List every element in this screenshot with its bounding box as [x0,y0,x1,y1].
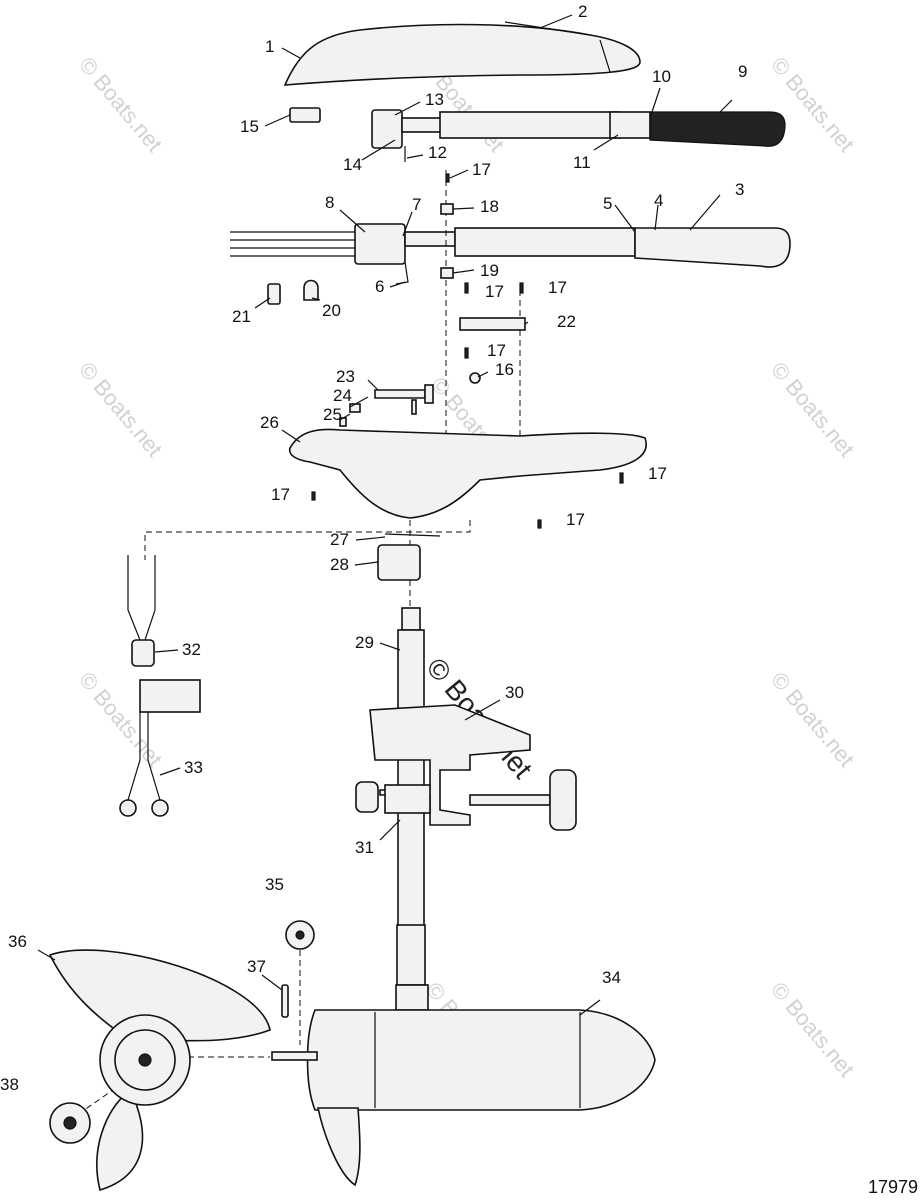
callout-23: 23 [336,367,355,386]
callout-10: 10 [652,67,671,86]
callout-7: 7 [412,195,421,214]
lower-handle-assembly [230,223,791,305]
callout-24: 24 [333,386,352,405]
callout-labels: 1 2 3 4 5 6 7 8 9 10 11 12 13 14 15 16 1… [0,2,747,1094]
callout-27: 27 [330,530,349,549]
watermark: © Boats.net [766,667,859,771]
wiring-harness [119,555,201,817]
upper-handle-assembly [289,107,786,162]
callout-15: 15 [240,117,259,136]
callout-4: 4 [654,191,663,210]
figure-number: 17979 [868,1177,918,1197]
callout-34: 34 [602,968,621,987]
callout-18: 18 [480,197,499,216]
callout-8: 8 [325,193,334,212]
small-hardware [339,173,526,427]
callout-9: 9 [738,62,747,81]
callout-6: 6 [375,277,384,296]
leader-lines [37,14,733,1016]
callout-1: 1 [265,37,274,56]
callout-11: 11 [573,153,591,172]
callout-22: 22 [557,312,576,331]
callout-12: 12 [428,143,447,162]
callout-17: 17 [271,485,290,504]
callout-33: 33 [184,758,203,777]
callout-29: 29 [355,633,374,652]
callout-17: 17 [487,341,506,360]
motor-housing [271,984,656,1187]
callout-5: 5 [603,194,612,213]
callout-38: 38 [0,1075,19,1094]
callout-3: 3 [735,180,744,199]
callout-17: 17 [648,464,667,483]
watermarks: © Boats.net © Boats.net © Boats.net © Bo… [74,52,859,1081]
callout-17: 17 [548,278,567,297]
callout-20: 20 [322,301,341,320]
steering-collar [377,533,441,581]
callout-13: 13 [425,90,444,109]
propeller-parts [48,920,315,1192]
callout-2: 2 [578,2,587,21]
callout-25: 25 [323,405,342,424]
callout-31: 31 [355,838,374,857]
top-cover [283,21,641,86]
callout-17: 17 [485,282,504,301]
watermark: © Boats.net [766,357,859,461]
watermark: © Boats.net [74,357,167,461]
watermark: © Boats.net [766,977,859,1081]
callout-26: 26 [260,413,279,432]
callout-14: 14 [343,155,362,174]
callout-21: 21 [232,307,251,326]
shaft-and-mount [355,607,577,986]
callout-30: 30 [505,683,524,702]
callout-17: 17 [472,160,491,179]
callout-19: 19 [480,261,499,280]
callout-36: 36 [8,932,27,951]
callout-16: 16 [495,360,514,379]
callout-28: 28 [330,555,349,574]
callout-37: 37 [247,957,266,976]
callout-32: 32 [182,640,201,659]
callout-17: 17 [566,510,585,529]
lower-cover [288,428,647,529]
watermark: © Boats.net [74,52,167,156]
callout-35: 35 [265,875,284,894]
